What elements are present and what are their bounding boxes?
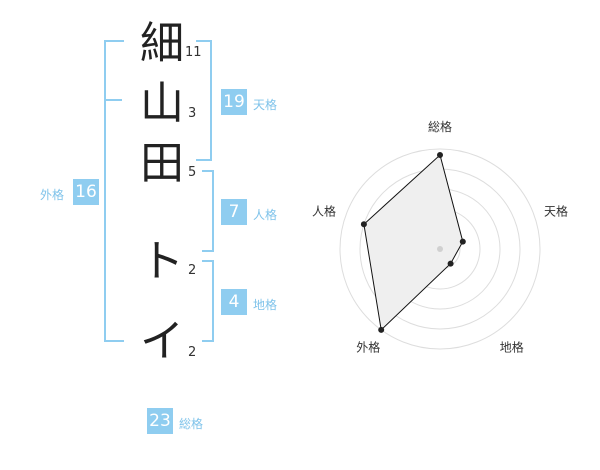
radar-ring-5 bbox=[339, 148, 541, 350]
chikaku-bracket bbox=[202, 260, 214, 342]
soukaku-badge: 23 bbox=[147, 408, 173, 434]
radar-axis-label-3: 地格 bbox=[500, 340, 524, 355]
gaikaku-bracket-tick bbox=[104, 99, 122, 101]
stroke-count-5: 2 bbox=[188, 345, 197, 360]
jinkaku-bracket bbox=[202, 170, 214, 252]
tenkaku-bracket bbox=[196, 40, 212, 161]
radar-axis-label-2: 天格 bbox=[544, 203, 568, 218]
radar-polygon bbox=[363, 154, 464, 331]
chikaku-badge: 4 bbox=[221, 289, 247, 315]
radar-axis-label-1: 総格 bbox=[428, 119, 452, 134]
gaikaku-badge: 16 bbox=[73, 179, 99, 205]
name-char-3: 田 bbox=[140, 138, 184, 189]
tenkaku-badge: 19 bbox=[221, 89, 247, 115]
gaikaku-bracket bbox=[104, 40, 124, 342]
name-char-1: 細 bbox=[140, 18, 184, 69]
gaikaku-label: 外格 bbox=[40, 188, 65, 202]
radar-point-1 bbox=[437, 152, 443, 158]
radar-axis-label-5: 人格 bbox=[312, 203, 336, 218]
radar-axis-label-4: 外格 bbox=[356, 340, 380, 355]
jinkaku-label: 人格 bbox=[253, 208, 278, 222]
name-char-4: ト bbox=[140, 236, 184, 287]
chikaku-label: 地格 bbox=[253, 298, 278, 312]
stroke-count-3: 5 bbox=[188, 165, 197, 180]
name-char-2: 山 bbox=[140, 78, 184, 129]
stroke-count-2: 3 bbox=[188, 106, 197, 121]
radar-point-5 bbox=[360, 221, 367, 228]
stroke-count-4: 2 bbox=[188, 263, 197, 278]
radar-center-dot bbox=[437, 246, 443, 252]
radar-point-2 bbox=[459, 238, 466, 245]
soukaku-label: 総格 bbox=[179, 417, 204, 431]
tenkaku-label: 天格 bbox=[253, 98, 278, 112]
radar-point-4 bbox=[378, 326, 385, 333]
name-char-5: イ bbox=[140, 316, 184, 367]
stroke-count-1: 11 bbox=[185, 45, 202, 60]
jinkaku-badge: 7 bbox=[221, 199, 247, 225]
radar-point-3 bbox=[447, 260, 454, 267]
